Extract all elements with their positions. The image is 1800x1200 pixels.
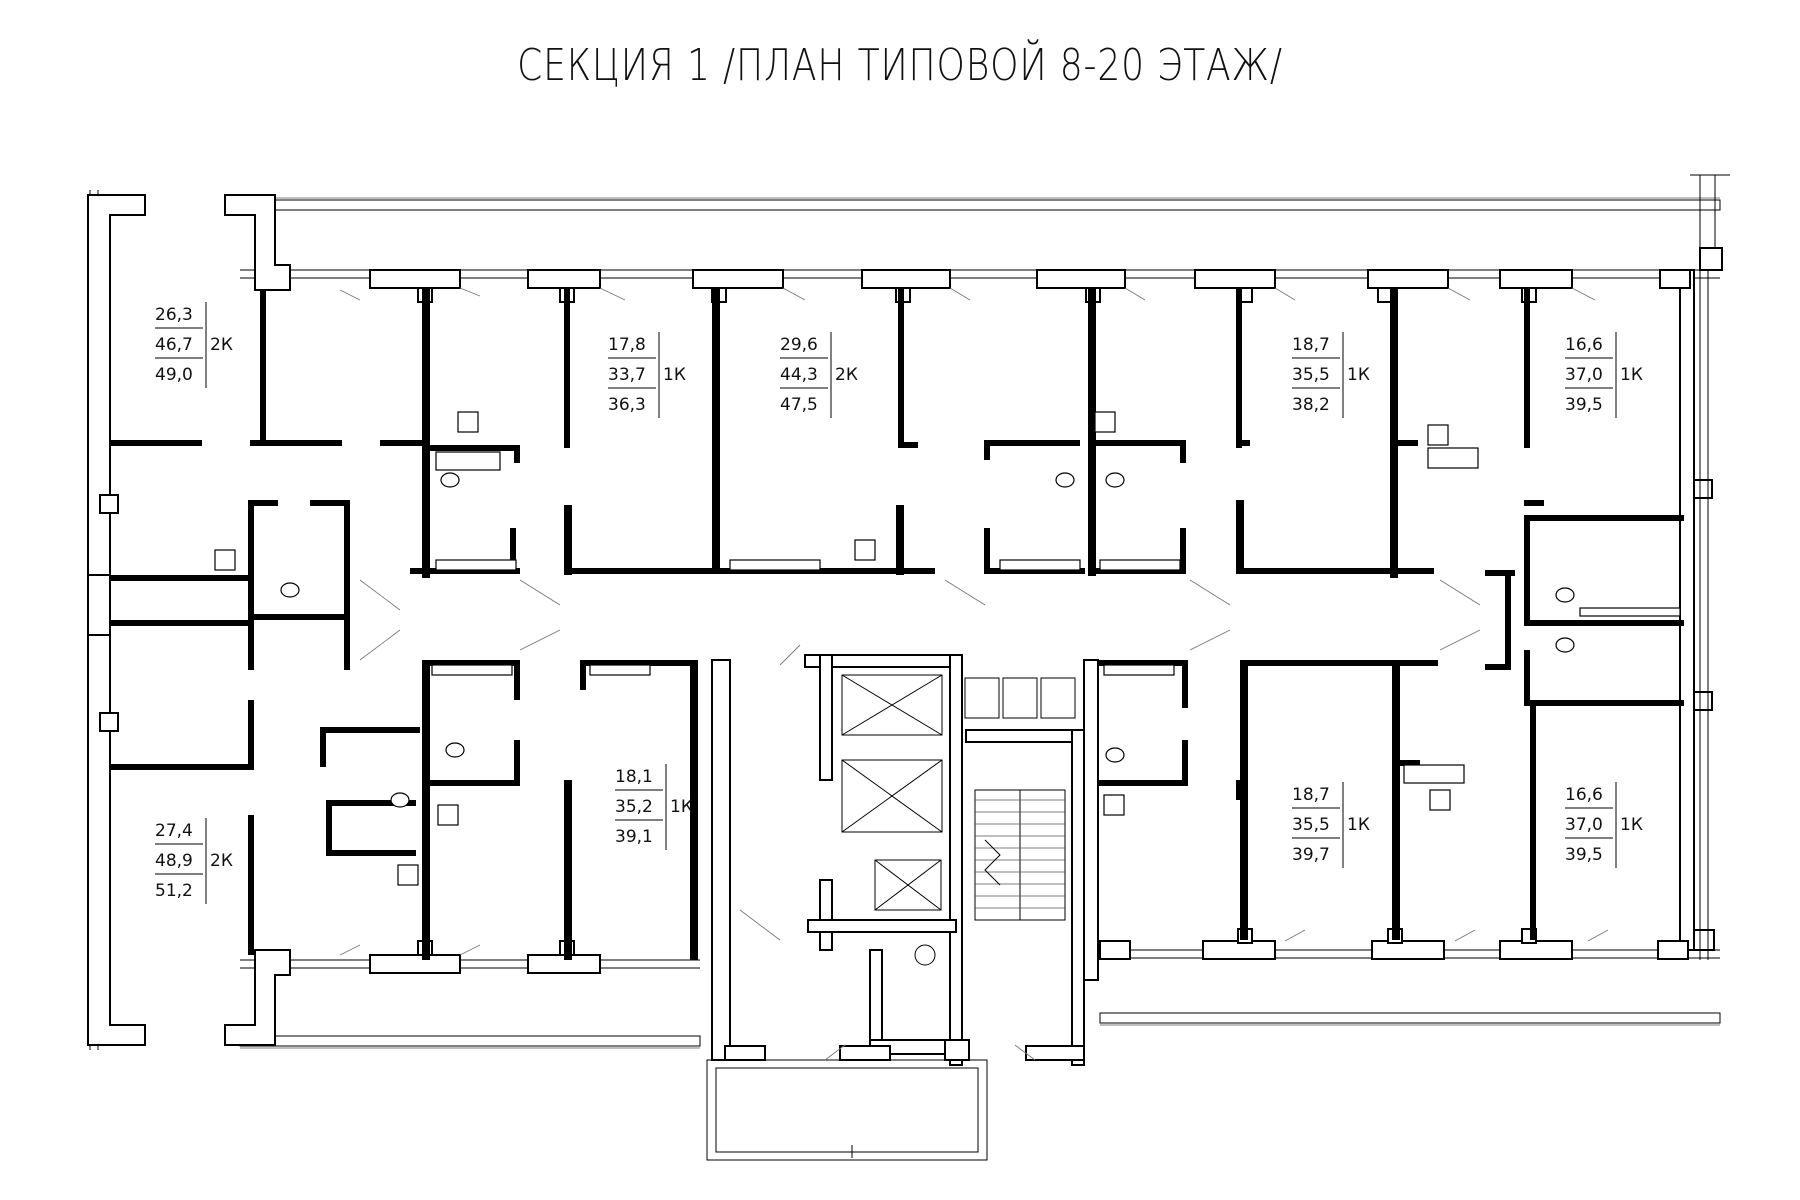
- total-area: 44,3: [780, 365, 818, 385]
- exterior-walls: [87, 194, 1723, 1046]
- room-count: 1К: [663, 365, 686, 385]
- total-area: 37,0: [1565, 815, 1603, 835]
- area-with-balcony: 49,0: [155, 365, 193, 385]
- apartment-label-7: 18,1 35,2 39,1 1К: [615, 764, 693, 850]
- shafts: [914, 677, 1076, 966]
- elevator-1: [841, 674, 943, 736]
- area-with-balcony: 47,5: [780, 395, 818, 415]
- room-count: 2К: [210, 335, 233, 355]
- living-area: 18,7: [1292, 335, 1330, 355]
- room-count: 1К: [1347, 365, 1370, 385]
- partitions-upper: [110, 288, 1684, 670]
- elevator-2: [841, 759, 943, 833]
- living-area: 27,4: [155, 821, 193, 841]
- total-area: 35,2: [615, 797, 653, 817]
- apartment-label-5: 16,6 37,0 39,5 1К: [1565, 332, 1643, 418]
- apartment-label-8: 18,7 35,5 39,7 1К: [1292, 782, 1370, 868]
- living-area: 29,6: [780, 335, 818, 355]
- area-with-balcony: 36,3: [608, 395, 646, 415]
- plan-title: СЕКЦИЯ 1 /ПЛАН ТИПОВОЙ 8-20 ЭТАЖ/: [517, 40, 1283, 91]
- area-with-balcony: 39,5: [1565, 395, 1603, 415]
- apartment-label-3: 29,6 44,3 47,5 2К: [780, 332, 858, 418]
- room-count: 1К: [1620, 815, 1643, 835]
- apartment-label-1: 26,3 46,7 49,0 2К: [155, 302, 233, 388]
- area-with-balcony: 51,2: [155, 881, 193, 901]
- living-area: 16,6: [1565, 335, 1603, 355]
- total-area: 48,9: [155, 851, 193, 871]
- total-area: 33,7: [608, 365, 646, 385]
- living-area: 16,6: [1565, 785, 1603, 805]
- area-with-balcony: 39,5: [1565, 845, 1603, 865]
- room-count: 1К: [1347, 815, 1370, 835]
- total-area: 46,7: [155, 335, 193, 355]
- area-with-balcony: 39,1: [615, 827, 653, 847]
- apartment-label-9: 16,6 37,0 39,5 1К: [1565, 782, 1643, 868]
- living-area: 26,3: [155, 305, 193, 325]
- apartment-label-4: 18,7 35,5 38,2 1К: [1292, 332, 1370, 418]
- balcony-top: [239, 174, 1730, 279]
- elevator-3: [874, 859, 942, 911]
- area-with-balcony: 38,2: [1292, 395, 1330, 415]
- staircase: [974, 789, 1066, 921]
- living-area: 18,7: [1292, 785, 1330, 805]
- total-area: 35,5: [1292, 815, 1330, 835]
- room-count: 1К: [670, 797, 693, 817]
- living-area: 17,8: [608, 335, 646, 355]
- room-count: 2К: [835, 365, 858, 385]
- balcony-bottom: [239, 949, 1721, 1049]
- total-area: 37,0: [1565, 365, 1603, 385]
- fixtures: [214, 411, 1681, 886]
- doors: [339, 287, 1609, 1061]
- partitions-lower: [110, 570, 1684, 1066]
- apartment-label-2: 17,8 33,7 36,3 1К: [608, 332, 686, 418]
- total-area: 35,5: [1292, 365, 1330, 385]
- apartment-label-6: 27,4 48,9 51,2 2К: [155, 818, 233, 904]
- area-with-balcony: 39,7: [1292, 845, 1330, 865]
- room-count: 2К: [210, 851, 233, 871]
- entrance-porch: [706, 1059, 988, 1161]
- room-count: 1К: [1620, 365, 1643, 385]
- living-area: 18,1: [615, 767, 653, 787]
